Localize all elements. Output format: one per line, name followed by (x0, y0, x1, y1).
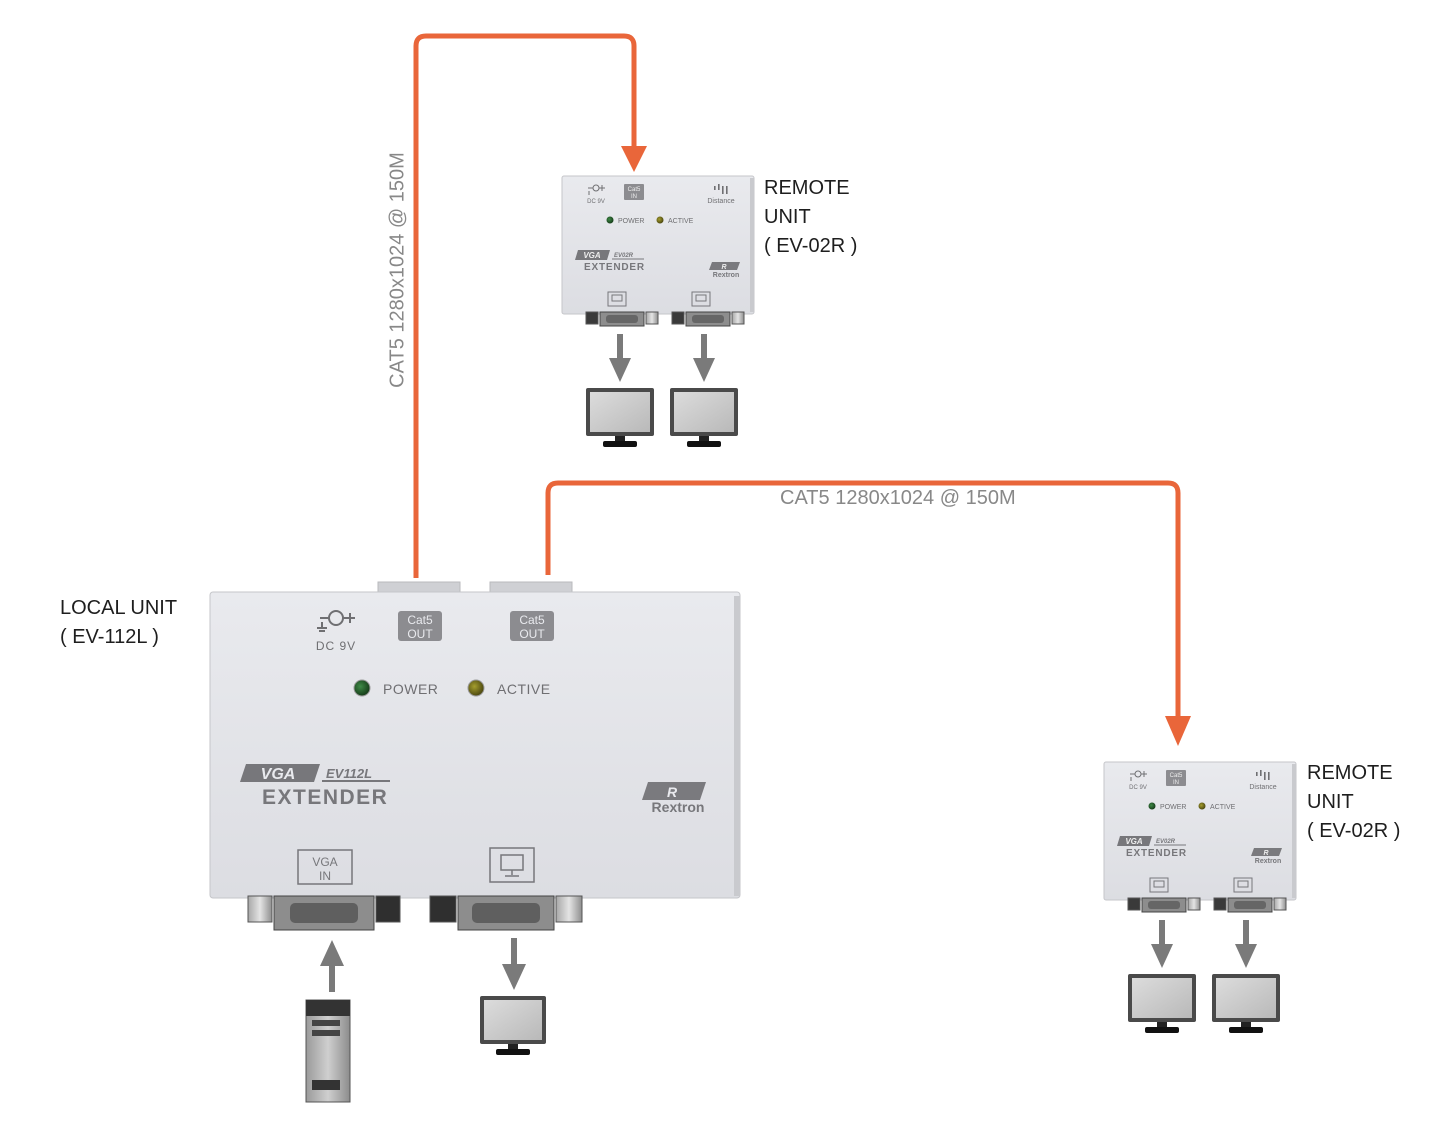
active-led-label: ACTIVE (668, 218, 694, 225)
monitor-icon (1212, 974, 1280, 1033)
remote-unit-2-label: REMOTE UNIT ( EV-02R ) (1307, 762, 1401, 842)
rextron-logo: R Rextron (642, 782, 706, 815)
active-led (1198, 802, 1206, 810)
vga-out-port (429, 895, 583, 931)
svg-text:EXTENDER: EXTENDER (584, 262, 645, 273)
power-led (353, 679, 371, 697)
svg-text:Cat5: Cat5 (407, 613, 433, 627)
active-led-label: ACTIVE (1210, 804, 1236, 811)
vga-out-port (1127, 897, 1201, 913)
local-unit-model: ( EV-112L ) (60, 626, 159, 648)
vga-out-port (585, 311, 659, 327)
svg-text:IN: IN (1173, 780, 1179, 786)
vga-in-port (247, 895, 401, 931)
input-arrow-up (320, 940, 344, 992)
active-led (656, 216, 664, 224)
vga-out-port (1213, 897, 1287, 913)
vga-extender-logo: VGA EV112L EXTENDER (240, 764, 390, 809)
vga-in-icon: VGA IN (297, 849, 353, 885)
svg-text:IN: IN (319, 869, 331, 883)
monitor-out-icon (1149, 877, 1169, 893)
monitor-out-icon (489, 847, 535, 883)
svg-text:OUT: OUT (519, 627, 545, 641)
cable-arrowhead (1165, 716, 1191, 746)
svg-text:VGA: VGA (312, 855, 337, 869)
vga-extender-logo: VGA EV02R EXTENDER (575, 250, 645, 273)
svg-text:Rextron: Rextron (652, 799, 705, 815)
cable-1-label: CAT5 1280x1024 @ 150M (386, 152, 409, 388)
output-arrow-down (1235, 920, 1257, 968)
remote-dc-label: DC 9V (1129, 785, 1147, 791)
svg-text:IN: IN (631, 194, 637, 200)
distance-label: Distance (707, 198, 734, 205)
local-unit: DC 9V Cat5 OUT Cat5 OUT POWER ACTIVE VGA… (209, 581, 741, 1103)
svg-text:VGA: VGA (261, 766, 296, 783)
remote-dc-label: DC 9V (587, 199, 605, 205)
power-led (606, 216, 614, 224)
svg-text:Cat5: Cat5 (628, 187, 641, 193)
monitor-out-icon (1233, 877, 1253, 893)
cable-to-remote-unit-2 (545, 480, 1191, 746)
vga-out-port (671, 311, 745, 327)
svg-text:Cat5: Cat5 (519, 613, 545, 627)
dc-power-icon (317, 610, 355, 632)
distance-switch-icon (1256, 770, 1270, 780)
svg-text:EV02R: EV02R (614, 253, 634, 259)
distance-switch-icon (714, 184, 728, 194)
monitor-icon (670, 388, 738, 447)
active-led-label: ACTIVE (497, 681, 551, 697)
monitor-icon (480, 996, 546, 1055)
monitor-icon (586, 388, 654, 447)
cable-to-remote-unit-1 (413, 33, 647, 578)
monitor-icon (1128, 974, 1196, 1033)
svg-text:EV02R: EV02R (1156, 839, 1176, 845)
dc-power-icon (1130, 770, 1147, 781)
vga-extender-logo: VGA EV02R EXTENDER (1117, 836, 1187, 859)
svg-text:EXTENDER: EXTENDER (262, 786, 388, 809)
svg-text:OUT: OUT (407, 627, 433, 641)
output-arrow-down (693, 334, 715, 382)
power-led-label: POWER (618, 218, 644, 225)
cable-2-label: CAT5 1280x1024 @ 150M (780, 487, 1016, 509)
output-arrow-down (1151, 920, 1173, 968)
local-unit-name: LOCAL UNIT (60, 597, 178, 619)
cat5-out-badge-2: Cat5 OUT (510, 611, 554, 641)
monitor-out-icon (607, 291, 627, 307)
svg-text:Cat5: Cat5 (1170, 773, 1183, 779)
svg-text:R: R (721, 264, 726, 271)
svg-text:R: R (1263, 850, 1268, 857)
remote-unit-1-label: REMOTE UNIT ( EV-02R ) (764, 177, 858, 257)
power-led (1148, 802, 1156, 810)
svg-text:Rextron: Rextron (713, 272, 739, 279)
pc-tower-icon (305, 999, 351, 1103)
cat5-out-badge-1: Cat5 OUT (398, 611, 442, 641)
distance-label: Distance (1249, 784, 1276, 791)
svg-text:VGA: VGA (583, 251, 601, 260)
svg-text:R: R (667, 784, 678, 800)
svg-text:VGA: VGA (1125, 837, 1143, 846)
power-led-label: POWER (1160, 804, 1186, 811)
monitor-out-icon (691, 291, 711, 307)
svg-text:Rextron: Rextron (1255, 858, 1281, 865)
svg-text:EXTENDER: EXTENDER (1126, 848, 1187, 859)
local-unit-label: LOCAL UNIT ( EV-112L ) (60, 594, 177, 652)
output-arrow-down (609, 334, 631, 382)
local-dc-label: DC 9V (316, 639, 356, 653)
active-led (467, 679, 485, 697)
power-led-label: POWER (383, 681, 438, 697)
output-arrow-down (502, 938, 526, 990)
dc-power-icon (588, 184, 605, 195)
svg-text:EV112L: EV112L (326, 766, 372, 781)
cable-arrowhead (621, 146, 647, 172)
